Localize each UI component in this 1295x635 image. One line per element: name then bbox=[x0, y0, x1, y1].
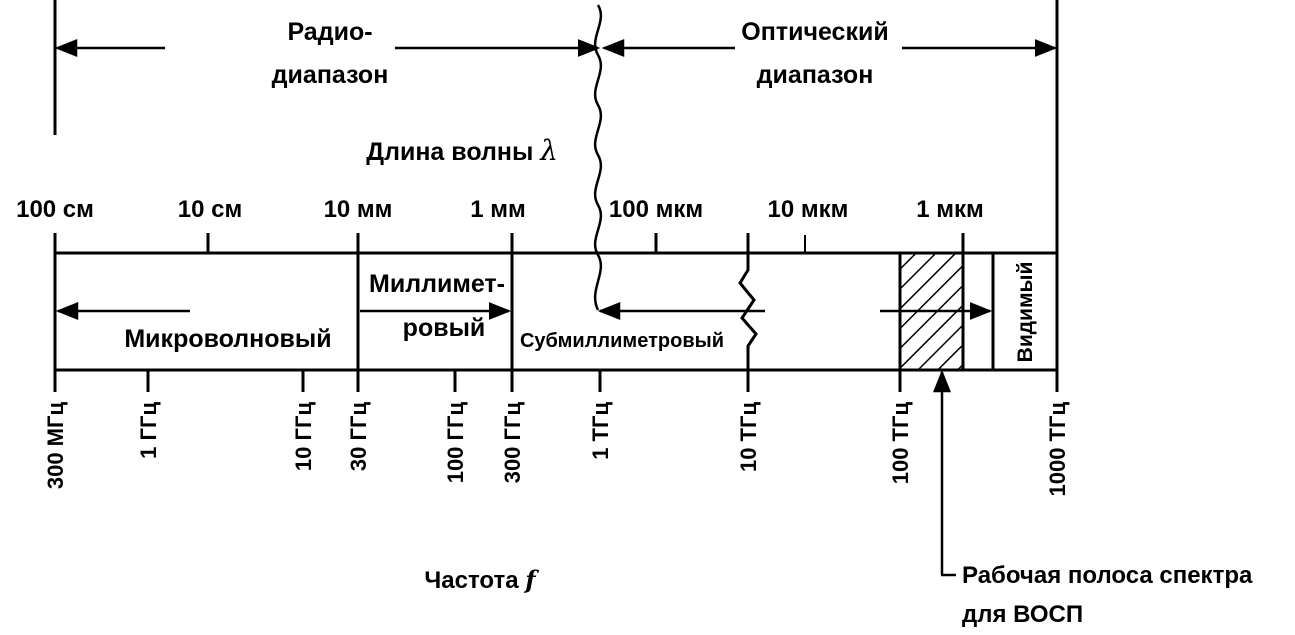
spectrum-bar bbox=[53, 251, 1059, 372]
radio-band-label-line2: диапазон bbox=[272, 61, 389, 89]
optical-band-label-line1: Оптический bbox=[741, 18, 888, 46]
wavelength-tick-label-100um: 100 мкм bbox=[609, 196, 703, 223]
wavelength-tick-label-10mm: 10 мм bbox=[324, 196, 393, 223]
region-microwave-label: Микроволновый bbox=[124, 325, 331, 353]
wavelength-tick-label-10um: 10 мкм bbox=[768, 196, 849, 223]
optical-band-label-line2: диапазон bbox=[757, 61, 874, 89]
frequency-tick-label-100ghz: 100 ГГц bbox=[443, 402, 468, 484]
frequency-tick-label-1ghz: 1 ГГц bbox=[136, 402, 161, 459]
wavelength-tick-label-1mm: 1 мм bbox=[470, 196, 526, 223]
working-band-label-line1: Рабочая полоса спектра bbox=[962, 562, 1253, 589]
frequency-tick-label-300mhz: 300 МГц bbox=[43, 402, 68, 490]
frequency-tick-label-30ghz: 30 ГГц bbox=[346, 402, 371, 472]
working-band-label-line2: для ВОСП bbox=[962, 601, 1083, 628]
region-submillimeter-label: Субмиллиметровый bbox=[520, 330, 724, 352]
frequency-label: Частота f bbox=[424, 565, 539, 594]
submm-infrared-zigzag-divider bbox=[738, 253, 758, 370]
region-millimeter-label-line2: ровый bbox=[403, 314, 486, 342]
frequency-tick-label-10thz: 10 ТГц bbox=[736, 402, 761, 472]
frequency-tick-label-1thz: 1 ТГц bbox=[588, 402, 613, 460]
frequency-tick-label-100thz: 100 ТГц bbox=[888, 402, 913, 485]
frequency-tick-label-10ghz: 10 ГГц bbox=[291, 402, 316, 472]
wavelength-label: Длина волны λ bbox=[366, 134, 558, 167]
wavelength-tick-label-1um: 1 мкм bbox=[916, 196, 984, 223]
region-millimeter-label-line1: Миллимет- bbox=[369, 270, 505, 298]
radio-optical-wavy-divider bbox=[593, 4, 603, 311]
frequency-tick-label-300ghz: 300 ГГц bbox=[500, 402, 525, 484]
region-visible-label: Видимый bbox=[1014, 262, 1037, 363]
radio-band-label-line1: Радио- bbox=[287, 18, 372, 46]
frequency-tick-label-1000thz: 1000 ТГц bbox=[1045, 402, 1070, 497]
wavelength-tick-label-10cm: 10 см bbox=[178, 196, 242, 223]
wavelength-tick-label-100cm: 100 см bbox=[16, 196, 94, 223]
